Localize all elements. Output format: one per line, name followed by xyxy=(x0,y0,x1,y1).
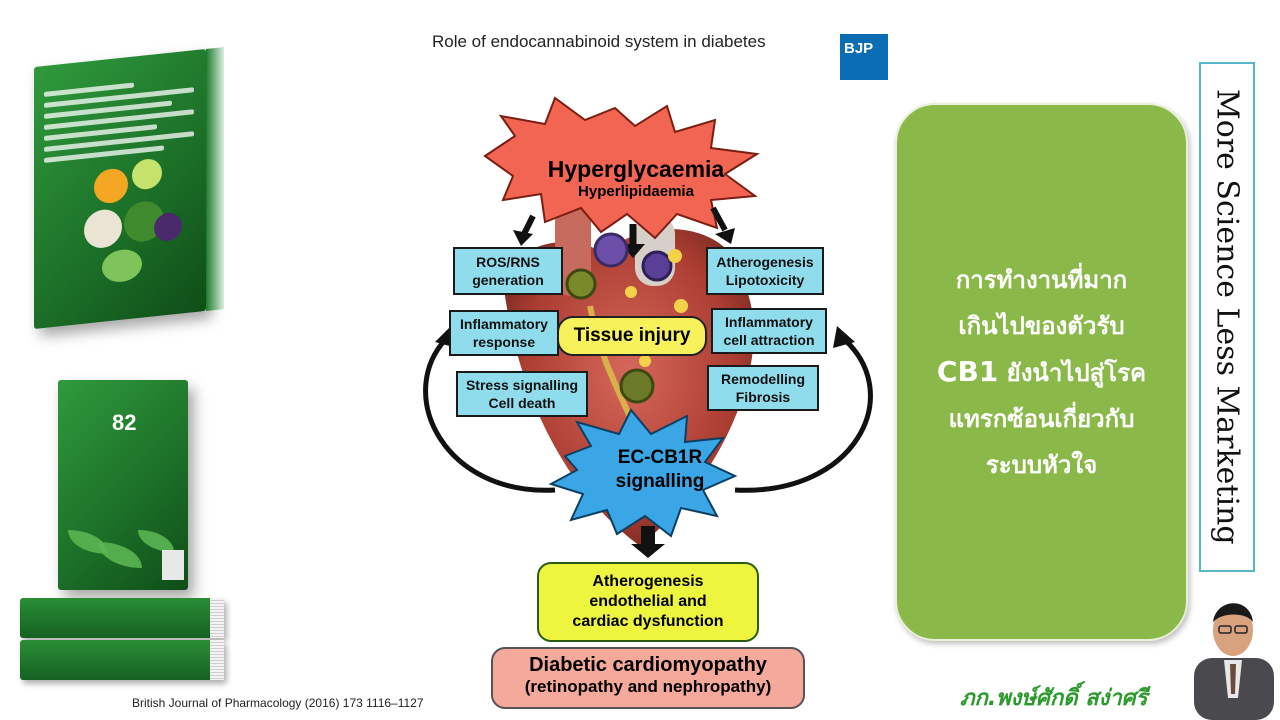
book-stack-2 xyxy=(20,640,224,680)
inflammatory-cell-attraction-box: Inflammatory cell attraction xyxy=(711,308,827,354)
side-tagline-box: More Science Less Marketing xyxy=(1199,62,1255,572)
hyperglycaemia-burst xyxy=(483,96,760,240)
atherogenesis-lipotoxicity-box: Atherogenesis Lipotoxicity xyxy=(706,247,824,295)
panel-text: การทำงานที่มาก เกินไปของตัวรับ CB1 ยังนำ… xyxy=(936,265,1147,479)
diabetic-cardiomyopathy-box: Diabetic cardiomyopathy (retinopathy and… xyxy=(491,647,805,709)
inflammatory-response-box: Inflammatory response xyxy=(449,310,559,356)
thai-summary-panel: การทำงานที่มาก เกินไปของตัวรับ CB1 ยังนำ… xyxy=(895,103,1188,641)
bjp-logo: BJP xyxy=(840,34,888,80)
diagram-graphics xyxy=(423,96,873,558)
remodelling-fibrosis-box: Remodelling Fibrosis xyxy=(707,365,819,411)
author-photo xyxy=(1194,603,1274,720)
ec-cb1r-burst xyxy=(548,408,738,538)
outcome-box: Atherogenesis endothelial and cardiac dy… xyxy=(537,562,759,642)
stress-signalling-box: Stress signalling Cell death xyxy=(456,371,588,417)
book-number: 82 xyxy=(112,410,137,435)
book-stack-1 xyxy=(20,598,224,638)
author-photo-small xyxy=(162,550,184,580)
book-cover-image-standing: 82 xyxy=(58,380,188,590)
book-cover-pictures xyxy=(84,151,184,292)
citation: British Journal of Pharmacology (2016) 1… xyxy=(132,696,424,710)
book-cover-image-top xyxy=(34,47,224,330)
side-tagline: More Science Less Marketing xyxy=(1209,89,1245,545)
ec-cb1r-label: EC-CB1R signalling xyxy=(615,447,705,492)
tissue-injury-label: Tissue injury xyxy=(557,316,707,356)
author-name: ภก.พงษ์ศักดิ์ สง่าศรี xyxy=(960,686,1148,711)
book-spine xyxy=(206,47,224,311)
hyperglycaemia-label: Hyperglycaemia Hyperlipidaemia xyxy=(547,156,725,200)
ros-rns-box: ROS/RNS generation xyxy=(453,247,563,295)
slide-title: Role of endocannabinoid system in diabet… xyxy=(432,32,766,51)
